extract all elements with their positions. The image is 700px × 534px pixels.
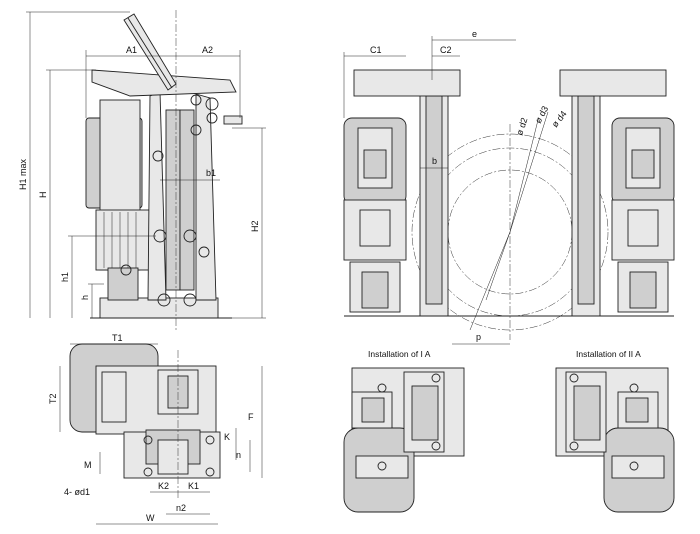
plan-view (69, 343, 221, 500)
dim-holes: 4- ød1 (64, 487, 90, 497)
front-view (343, 69, 675, 340)
dim-H1-max: H1 max (18, 158, 28, 190)
dim-d2: ø d2 (514, 116, 529, 136)
dim-b: b (432, 156, 437, 166)
dim-b1: b1 (206, 168, 216, 178)
installation-1a: Installation of I A (343, 349, 465, 513)
dim-h1: h1 (60, 272, 70, 282)
dim-H: H (38, 192, 48, 199)
dim-C2: C2 (440, 45, 452, 55)
dim-C1: C1 (370, 45, 382, 55)
caption-installation-2a: Installation of II A (576, 349, 641, 359)
dim-F: F (248, 412, 254, 422)
side-view (85, 10, 243, 330)
dim-n: n (236, 450, 241, 460)
dim-K: K (224, 432, 230, 442)
dim-M: M (84, 460, 92, 470)
dim-K2: K2 (158, 481, 169, 491)
dim-d3: ø d3 (533, 104, 550, 125)
dim-K1: K1 (188, 481, 199, 491)
plan-view-dimensions: T1 T2 F K n M 4- ød1 K2 K1 n2 W (48, 333, 263, 525)
dim-H2: H2 (250, 220, 260, 232)
dim-e: e (472, 29, 477, 39)
dim-A2: A2 (202, 45, 213, 55)
dim-T1: T1 (112, 333, 123, 343)
dim-d4: ø d4 (550, 109, 569, 129)
dim-A1: A1 (126, 45, 137, 55)
dim-p: p (476, 332, 481, 342)
caption-installation-1a: Installation of I A (368, 349, 431, 359)
dim-W: W (146, 513, 155, 523)
side-view-dimensions: A1 A2 H1 max H h1 h H2 b1 (18, 11, 266, 319)
installation-2a: Installation of II A (555, 349, 675, 513)
dim-n2: n2 (176, 503, 186, 513)
dim-h: h (80, 295, 90, 300)
dim-T2: T2 (48, 393, 58, 404)
